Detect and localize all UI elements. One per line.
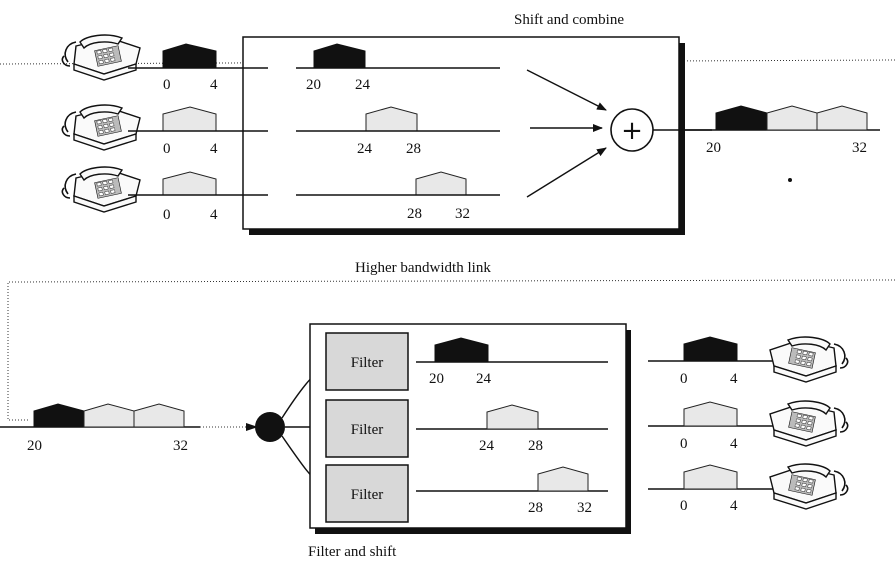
tick-label: 32 xyxy=(455,206,470,222)
combined-output: 20 32 xyxy=(653,106,880,156)
tick-label: 24 xyxy=(355,77,371,93)
shift-and-combine-title: Shift and combine xyxy=(514,12,624,28)
tick-label: 20 xyxy=(429,371,444,387)
telephone-icon xyxy=(770,464,848,509)
link-pulse xyxy=(34,404,84,427)
output-channel-3: 0 4 xyxy=(648,465,776,514)
output-pulse xyxy=(716,106,767,130)
tick-label: 4 xyxy=(730,498,738,514)
tick-label: 0 xyxy=(680,371,688,387)
baseband-pulse xyxy=(163,172,216,195)
tick-label: 4 xyxy=(210,141,218,157)
telephone-icon xyxy=(62,105,140,150)
filter-label: Filter xyxy=(351,487,384,503)
baseband-pulse xyxy=(684,402,737,426)
link-label: Higher bandwidth link xyxy=(355,260,491,276)
filter-and-shift-title: Filter and shift xyxy=(308,544,397,560)
filter-label: Filter xyxy=(351,422,384,438)
tick-label: 20 xyxy=(306,77,321,93)
splitter-node xyxy=(255,412,285,442)
baseband-pulse xyxy=(163,107,216,131)
filter-label: Filter xyxy=(351,355,384,371)
tick-label: 24 xyxy=(479,438,495,454)
tick-label: 0 xyxy=(680,498,688,514)
tick-label: 0 xyxy=(163,77,171,93)
output-channel-2: 0 4 xyxy=(648,402,776,452)
plus-symbol: + xyxy=(621,116,643,146)
tick-label: 4 xyxy=(730,436,738,452)
tick-label: 28 xyxy=(407,206,422,222)
tick-label: 24 xyxy=(476,371,492,387)
tick-label: 20 xyxy=(706,140,721,156)
tick-label: 28 xyxy=(528,438,543,454)
tick-label: 0 xyxy=(680,436,688,452)
tick-label: 32 xyxy=(577,500,592,516)
tick-label: 20 xyxy=(27,438,42,454)
tick-label: 0 xyxy=(163,207,171,223)
tick-label: 28 xyxy=(528,500,543,516)
baseband-pulse xyxy=(163,44,216,68)
tick-label: 4 xyxy=(210,207,218,223)
telephone-icon xyxy=(770,337,848,382)
tick-label: 32 xyxy=(852,140,867,156)
tick-label: 24 xyxy=(357,141,373,157)
speck xyxy=(788,178,792,182)
telephone-icon xyxy=(62,35,140,80)
output-pulse xyxy=(767,106,817,130)
link-pulse xyxy=(134,404,184,427)
output-pulse xyxy=(817,106,867,130)
telephone-icon xyxy=(62,167,140,212)
link-spectrum: 20 32 xyxy=(0,404,200,454)
tick-label: 4 xyxy=(730,371,738,387)
output-channel-1: 0 4 xyxy=(648,337,776,387)
baseband-pulse xyxy=(684,337,737,361)
tick-label: 4 xyxy=(210,77,218,93)
link-pulse xyxy=(84,404,134,427)
tick-label: 32 xyxy=(173,438,188,454)
tick-label: 28 xyxy=(406,141,421,157)
telephone-icon xyxy=(770,401,848,446)
tick-label: 0 xyxy=(163,141,171,157)
baseband-pulse xyxy=(684,465,737,489)
